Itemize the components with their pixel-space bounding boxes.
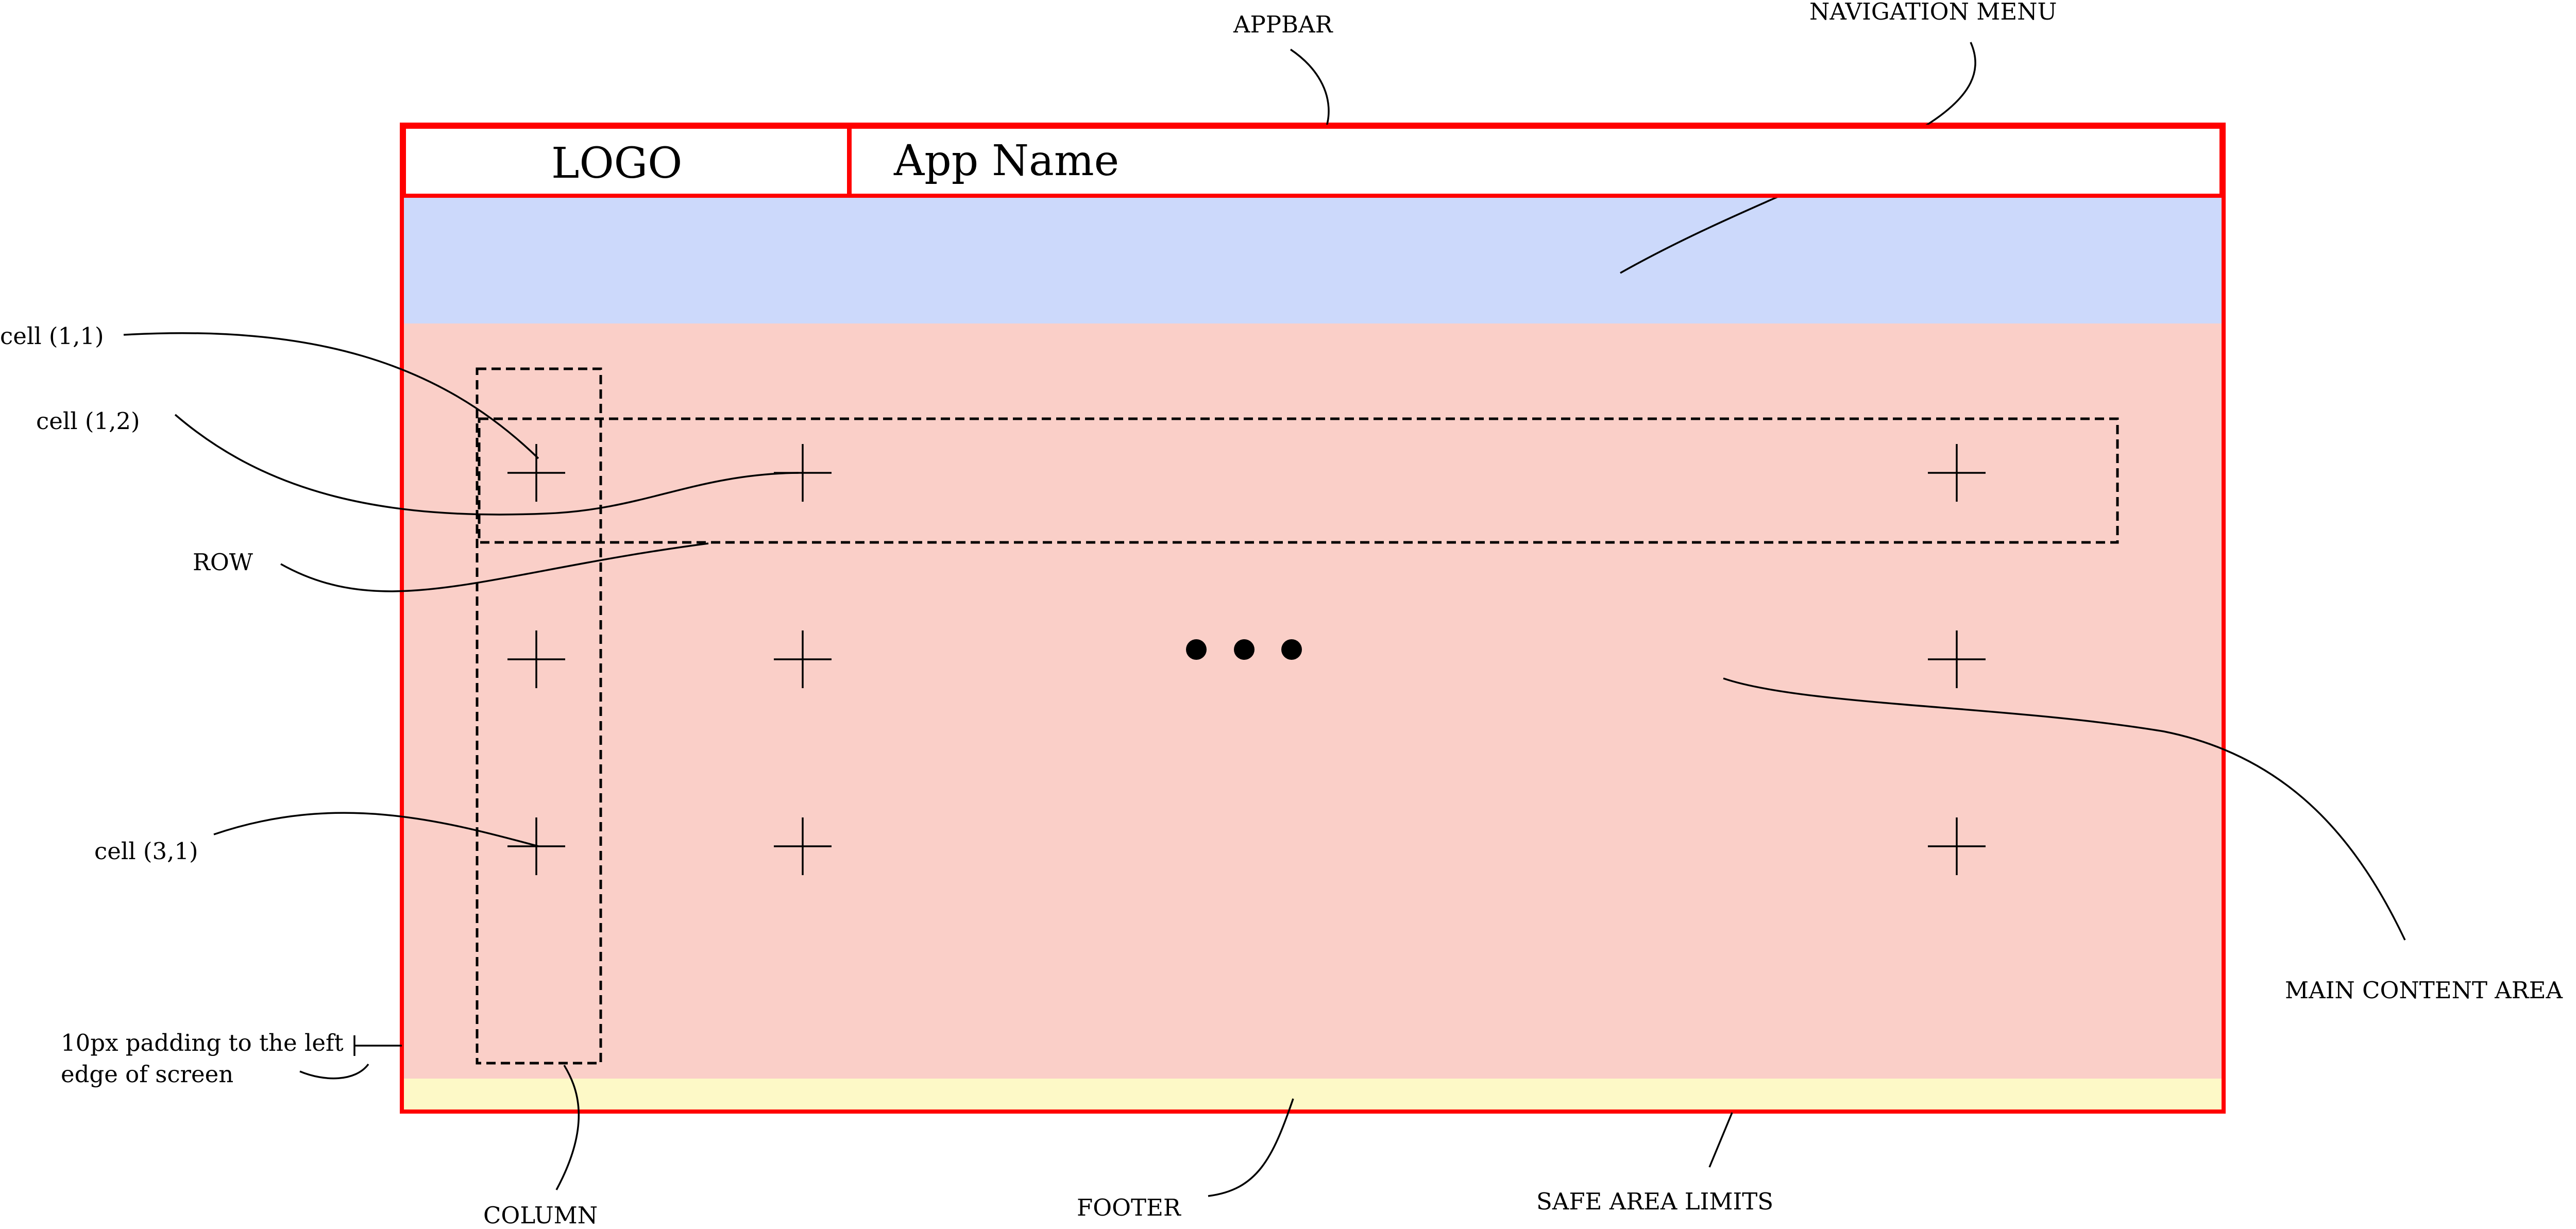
leader-cell-1-2 — [174, 414, 799, 516]
label-appbar: APPBAR — [1233, 11, 1333, 38]
app-name-box — [848, 125, 2224, 198]
main-content-area — [402, 196, 2224, 1112]
row-outline — [478, 417, 2119, 544]
leader-footer — [1208, 1098, 1294, 1197]
ellipsis-dots — [1186, 639, 1302, 660]
logo-text: LOGO — [551, 139, 683, 188]
leader-safe-area — [1708, 1112, 1733, 1168]
leader-main-content — [1723, 677, 2406, 941]
cell-marker-3-n — [1928, 817, 1986, 875]
label-safe-area-limits: SAFE AREA LIMITS — [1536, 1188, 1774, 1215]
leader-cell-3-1 — [213, 812, 539, 847]
label-footer: FOOTER — [1077, 1194, 1181, 1221]
label-main-content-area: MAIN CONTENT AREA — [2285, 977, 2563, 1004]
navigation-menu — [402, 196, 2224, 323]
cell-marker-2-n — [1928, 630, 1986, 688]
leader-cell-1-1 — [123, 332, 539, 459]
cell-marker-3-2 — [774, 817, 832, 875]
cell-marker-1-1 — [507, 444, 565, 502]
label-padding-line1: 10px padding to the left — [61, 1029, 344, 1056]
padding-marker — [353, 1035, 402, 1056]
label-column: COLUMN — [483, 1202, 598, 1229]
column-outline — [476, 367, 602, 1065]
cell-marker-2-1 — [507, 630, 565, 688]
label-padding-line2: edge of screen — [61, 1061, 234, 1088]
label-row: ROW — [193, 549, 253, 576]
cell-marker-1-n — [1928, 444, 1986, 502]
footer — [402, 1079, 2224, 1112]
leader-row — [280, 542, 709, 592]
leader-column — [555, 1065, 580, 1190]
logo-box — [402, 125, 851, 198]
label-navigation-menu: NAVIGATION MENU — [1809, 0, 2057, 25]
label-cell-3-1: cell (3,1) — [94, 838, 198, 865]
label-cell-1-2: cell (1,2) — [36, 407, 140, 435]
leader-padding — [299, 1063, 369, 1080]
cell-marker-2-2 — [774, 630, 832, 688]
app-name-text: App Name — [894, 136, 1120, 185]
label-cell-1-1: cell (1,1) — [0, 322, 104, 350]
